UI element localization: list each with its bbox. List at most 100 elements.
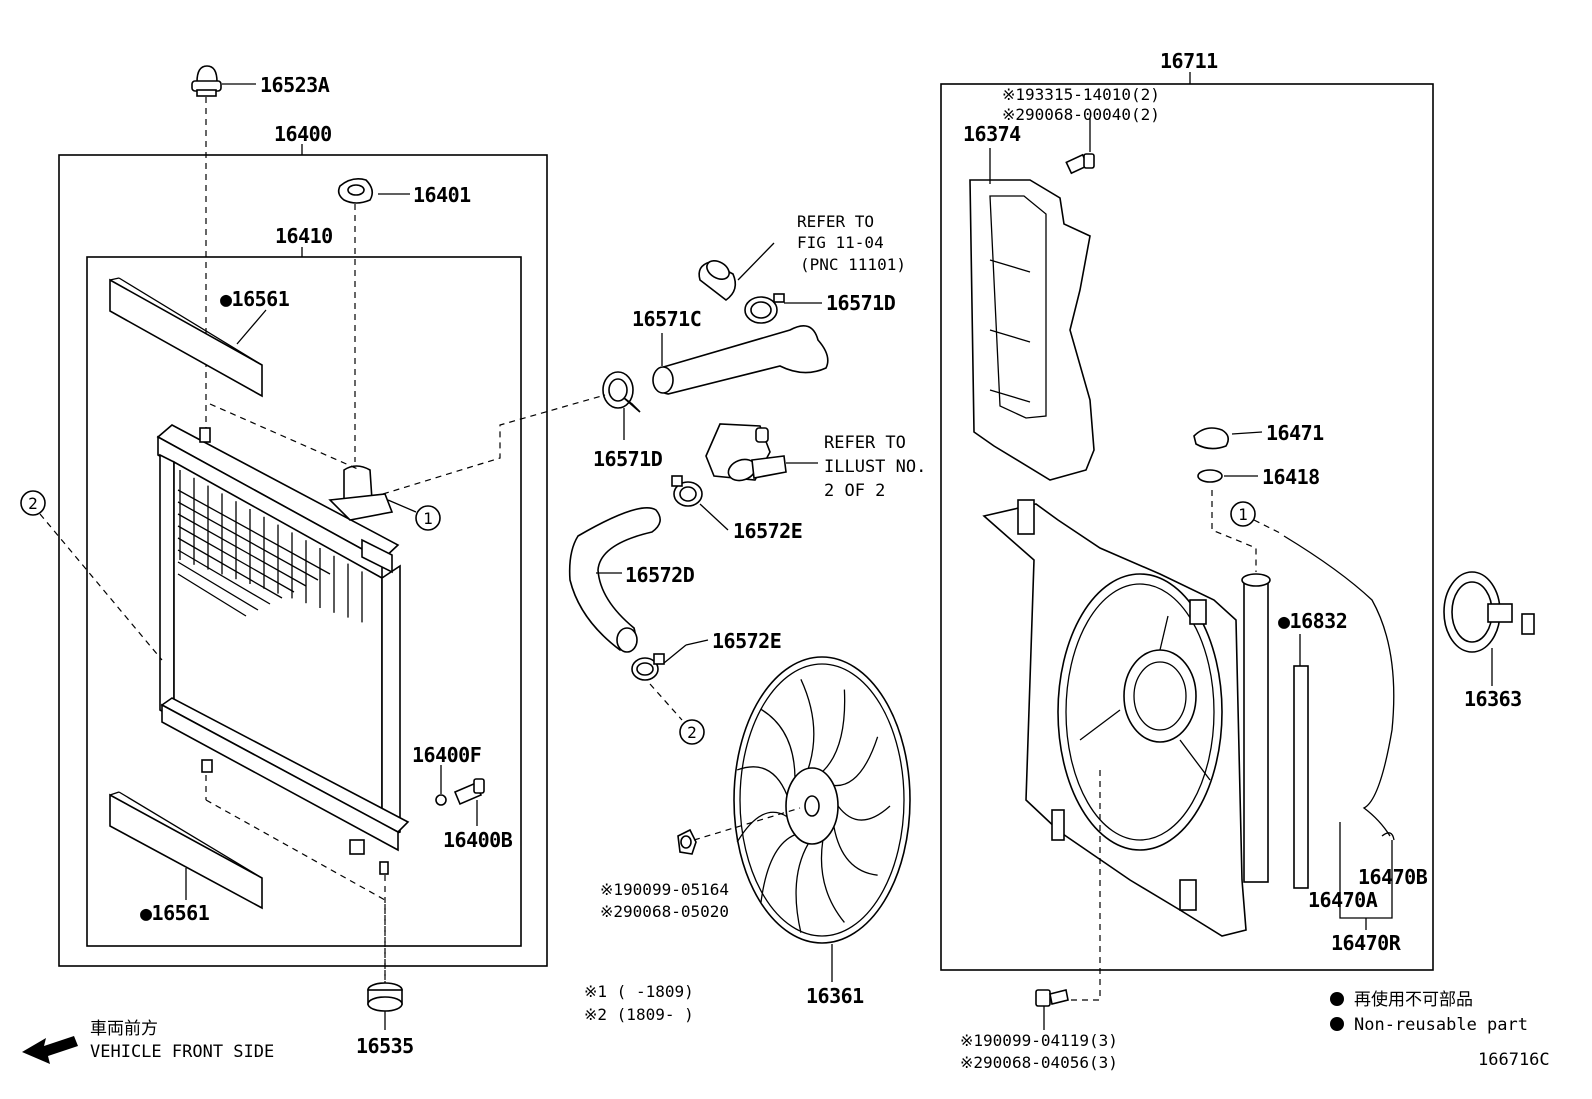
- clamp-16571D-top[interactable]: [744, 293, 785, 324]
- legend-bullet-icon: [1330, 992, 1344, 1006]
- radiator-fin: [177, 513, 307, 587]
- front-arrow-icon: [22, 1036, 78, 1064]
- front-jp: 車両前方: [90, 1019, 158, 1039]
- ref-illust-line2: ILLUST NO.: [824, 457, 926, 477]
- label-16470A[interactable]: 16470A: [1308, 888, 1378, 912]
- cooling-fan-16361[interactable]: [733, 656, 911, 944]
- bolt-top[interactable]: [1065, 153, 1095, 175]
- clip-16470B[interactable]: [1381, 832, 1395, 841]
- fastener-fan-line2: ※290068-05020: [600, 902, 729, 921]
- overflow-hose-16470A[interactable]: [1283, 535, 1395, 837]
- label-16523A[interactable]: 16523A: [260, 73, 330, 97]
- ref-fig-line2: FIG 11-04: [797, 233, 884, 252]
- label-16410[interactable]: 16410: [275, 224, 333, 248]
- fan-shroud-body[interactable]: [982, 499, 1247, 937]
- label-16470B[interactable]: 16470B: [1358, 865, 1428, 889]
- fan-shroud-group: 1: [940, 72, 1535, 1030]
- label-16418[interactable]: 16418: [1262, 465, 1320, 489]
- radiator-cap-16523A[interactable]: [191, 65, 222, 97]
- label-16400[interactable]: 16400: [274, 122, 332, 146]
- clamp-16571D-left[interactable]: [602, 371, 641, 413]
- label-16572D[interactable]: 16572D: [625, 563, 695, 587]
- seal-16561-top[interactable]: [109, 277, 263, 398]
- note-range-2: ※2 (1809- ): [584, 1005, 694, 1024]
- clamp-16572E-top[interactable]: [671, 475, 703, 507]
- air-guide-16374[interactable]: [969, 179, 1095, 481]
- radiator-fin: [177, 549, 271, 605]
- legend-en: Non-reusable part: [1354, 1015, 1528, 1035]
- figure-id: 166716C: [1478, 1050, 1550, 1070]
- label-16561-top[interactable]: ●16561: [220, 287, 290, 311]
- radiator-fin: [177, 489, 331, 575]
- marker-1-left: 1: [415, 505, 441, 531]
- label-16571D-left[interactable]: 16571D: [593, 447, 663, 471]
- label-16561-bottom[interactable]: ●16561: [140, 901, 210, 925]
- fastener-bottom-line2: ※290068-04056(3): [960, 1053, 1118, 1072]
- label-16471[interactable]: 16471: [1266, 421, 1325, 445]
- label-16374[interactable]: 16374: [963, 122, 1022, 146]
- svg-text:2: 2: [28, 494, 38, 513]
- radiator-fin: [177, 525, 295, 593]
- box-16711: [940, 83, 1434, 971]
- radiator-fin: [177, 561, 259, 611]
- fan-blade: [795, 843, 809, 933]
- gasket-16401[interactable]: [337, 178, 374, 204]
- label-16572E-top[interactable]: 16572E: [733, 519, 803, 543]
- ref-illust-line3: 2 OF 2: [824, 481, 885, 501]
- fan-blade: [833, 826, 878, 876]
- label-16401[interactable]: 16401: [413, 183, 472, 207]
- clamp-16572E-bottom[interactable]: [631, 653, 665, 681]
- fan-blade: [820, 840, 845, 923]
- nut-fan[interactable]: [677, 828, 697, 855]
- lower-hose-16572D[interactable]: [568, 507, 661, 653]
- fan-motor-16363[interactable]: [1443, 571, 1535, 653]
- fastener-top-line2: ※290068-00040(2): [1002, 105, 1160, 124]
- label-16832[interactable]: ●16832: [1278, 609, 1348, 633]
- label-16400B[interactable]: 16400B: [443, 828, 513, 852]
- fan-blade: [736, 811, 788, 843]
- marker-2-mid: 2: [679, 719, 705, 745]
- vehicle-front-indicator: 車両前方 VEHICLE FRONT SIDE: [22, 1019, 274, 1064]
- radiator-fin: [177, 573, 247, 617]
- drain-plug-16400B[interactable]: [453, 778, 485, 806]
- fan-blade: [760, 834, 796, 903]
- upper-hose-16571C[interactable]: [652, 324, 829, 395]
- oring-16400F[interactable]: [435, 794, 447, 806]
- label-16571C[interactable]: 16571C: [632, 307, 702, 331]
- marker-1-right: 1: [1230, 501, 1256, 527]
- oring-16418[interactable]: [1197, 469, 1223, 483]
- ref-fig-line1: REFER TO: [797, 212, 874, 231]
- svg-text:2: 2: [687, 723, 697, 742]
- radiator-core[interactable]: [156, 424, 410, 875]
- label-16571D-top[interactable]: 16571D: [826, 291, 896, 315]
- fan-blade: [760, 708, 796, 778]
- label-16361[interactable]: 16361: [806, 984, 865, 1008]
- box-16400: [58, 154, 548, 967]
- svg-text:1: 1: [1238, 505, 1248, 524]
- reservoir-cap-16471[interactable]: [1193, 427, 1230, 450]
- seal-16561-bottom[interactable]: [109, 791, 263, 910]
- label-16363[interactable]: 16363: [1464, 687, 1522, 711]
- radiator-assembly-group: [58, 65, 548, 1030]
- seal-16832[interactable]: [1293, 665, 1309, 889]
- legend-bullet-icon-2: [1330, 1017, 1344, 1031]
- reservoir-neck[interactable]: [1241, 573, 1271, 883]
- legend: 再使用不可部品 Non-reusable part: [1330, 989, 1528, 1035]
- marker-2-left: 2: [20, 490, 46, 516]
- label-16470R[interactable]: 16470R: [1331, 931, 1402, 955]
- fastener-fan-line1: ※190099-05164: [600, 880, 729, 899]
- label-16535[interactable]: 16535: [356, 1034, 414, 1058]
- label-16400F[interactable]: 16400F: [412, 743, 482, 767]
- fastener-top-line1: ※193315-14010(2): [1002, 85, 1160, 104]
- fan-blade: [800, 679, 815, 769]
- fastener-bottom-line1: ※190099-04119(3): [960, 1031, 1118, 1050]
- part-labels: 16523A 16400 16401 16410 ●16561 16400F 1…: [140, 49, 1522, 1072]
- radiator-fin: [177, 537, 283, 599]
- label-16711[interactable]: 16711: [1160, 49, 1219, 73]
- insulator-16535[interactable]: [367, 982, 403, 1012]
- water-inlet-housing[interactable]: [705, 423, 787, 484]
- label-16572E-bottom[interactable]: 16572E: [712, 629, 782, 653]
- bolt-bottom[interactable]: [1035, 989, 1069, 1007]
- hose-refer-fig[interactable]: [698, 257, 737, 301]
